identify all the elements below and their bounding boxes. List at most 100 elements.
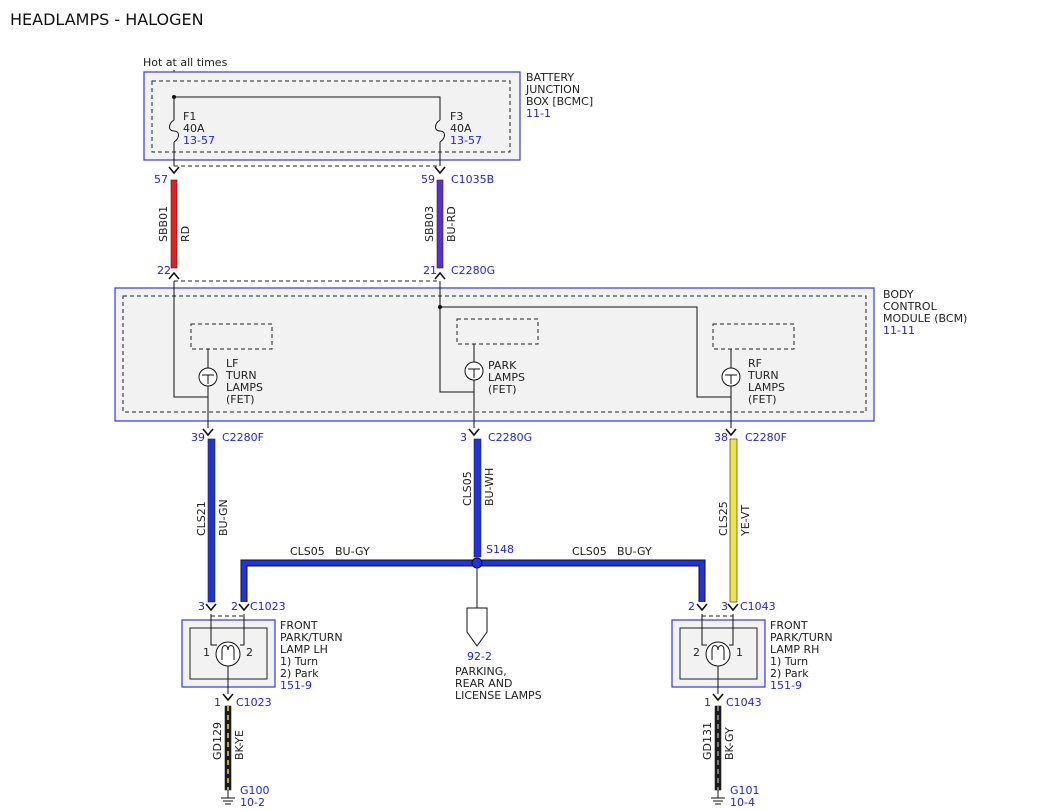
fuse-f1-icon — [169, 119, 179, 143]
cls21-circuit: CLS21 — [195, 501, 208, 536]
wire-cls05-vertical — [473, 438, 482, 558]
sbb01-pin-top: 57 — [154, 173, 168, 186]
ground-g100-icon — [221, 790, 235, 805]
rh-pin2-chevron-icon — [696, 603, 708, 611]
cls05-vertical-color: BU-WH — [483, 468, 496, 506]
gd131-circuit: GD131 — [701, 722, 714, 760]
cls05-left-circuit: CLS05 — [290, 545, 325, 558]
bjb-name-line3: BOX [BCMC] — [526, 95, 593, 108]
lamp-lh-filament — [221, 645, 235, 660]
gd131-color: BK-GY — [723, 727, 736, 760]
sbb03-color: BU-RD — [445, 206, 458, 242]
cls21-pin: 39 — [191, 431, 205, 444]
ground-rh-ref: 10-4 — [730, 796, 755, 809]
lf-fet-symbol — [202, 374, 214, 384]
fuse-f3-name: F3 — [450, 110, 463, 123]
wire-cls05-bus-outline — [240, 559, 706, 602]
lamp-rh-filament — [711, 645, 725, 660]
lamp-lh-term1: 1 — [203, 646, 210, 659]
front-lamp-rh: 2 1 — [671, 614, 766, 694]
park-label-1: PARK — [488, 359, 517, 372]
lh-pin-b: 2 — [231, 600, 238, 613]
rf-label-3: LAMPS — [748, 381, 785, 394]
fuse-f3-icon — [435, 119, 445, 143]
rh-conn: C1043 — [740, 600, 776, 613]
rh-pin-b: 3 — [721, 600, 728, 613]
bjb-name-line2: JUNCTION — [525, 83, 580, 96]
sbb01-pin-bottom: 22 — [157, 264, 171, 277]
lh-pin2-chevron-icon — [238, 603, 250, 611]
cls25-conn: C2280F — [745, 431, 787, 444]
bcm-lf-feed — [173, 281, 196, 398]
lamp-lh-name-2: PARK/TURN — [280, 631, 343, 644]
cls05-right-color: BU-GY — [617, 545, 652, 558]
park-label-2: LAMPS — [488, 371, 525, 384]
wire-cls05-bus — [241, 560, 705, 602]
bcm-inner-dashed — [122, 295, 867, 413]
cls25-pin: 38 — [714, 431, 728, 444]
cls05-right-circuit: CLS05 — [572, 545, 607, 558]
wire-sbb03 — [436, 179, 444, 269]
gd129-chevron-icon — [222, 693, 234, 701]
bcm-park-wire — [439, 307, 462, 393]
parking-ref: 92-2 — [467, 650, 492, 663]
ground-g101-icon — [711, 790, 725, 805]
lamp-rh-ref: 151-9 — [770, 679, 802, 692]
body-control-module: LF TURN LAMPS (FET) PARK LAMPS (FET) RF … — [114, 281, 875, 428]
lamp-rh-name-5: 2) Park — [770, 667, 809, 680]
fuse-f1-name: F1 — [183, 110, 196, 123]
park-control-dashed — [456, 318, 539, 345]
bcm-outline — [114, 287, 875, 422]
rf-label-2: TURN — [747, 369, 779, 382]
sbb03-circuit: SBB03 — [423, 206, 436, 242]
gd131-chevron-icon — [712, 693, 724, 701]
lamp-rh-bulb-icon — [705, 641, 731, 667]
cls05-top-chevron-icon — [468, 428, 480, 436]
bcm-name-line1: BODY — [883, 288, 914, 301]
lamp-lh-bulb-icon — [215, 641, 241, 667]
rf-label-4: (FET) — [748, 393, 777, 406]
cls05-pin: 3 — [460, 431, 467, 444]
park-label-3: (FET) — [488, 383, 517, 396]
rf-fet-symbol — [725, 374, 737, 384]
lf-control-dashed — [190, 323, 273, 350]
wire-sbb01 — [170, 179, 178, 269]
lh-conn: C1023 — [250, 600, 286, 613]
cls25-circuit: CLS25 — [717, 501, 730, 536]
rf-control-dashed — [712, 323, 795, 350]
wire-cls21 — [207, 438, 216, 603]
gd131-conn: C1043 — [726, 696, 762, 709]
lf-label-4: (FET) — [226, 393, 255, 406]
cls25-color: YE-VT — [739, 504, 752, 537]
battery-junction-box: F1 40A 13-57 F3 40A 13-57 — [143, 71, 521, 166]
lamp-rh-wire2 — [729, 614, 734, 646]
lamp-lh-name-5: 2) Park — [280, 667, 319, 680]
fuse-f3-ref: 13-57 — [450, 134, 482, 147]
cls05-vertical-circuit: CLS05 — [461, 471, 474, 506]
lamp-rh-name-4: 1) Turn — [770, 655, 808, 668]
gd129-color: BK-YE — [233, 730, 246, 760]
sbb01-color: RD — [179, 226, 192, 242]
bjb-bus — [174, 96, 441, 120]
fuse-f3-rating: 40A — [450, 122, 472, 135]
cls21-color: BU-GN — [217, 499, 230, 536]
rf-label-1: RF — [748, 357, 762, 370]
rh-pin-a: 2 — [688, 600, 695, 613]
sbb03-conn-bottom: C2280G — [451, 264, 495, 277]
lamp-lh-name-3: LAMP LH — [280, 643, 328, 656]
sbb03-pin-bottom: 21 — [423, 264, 437, 277]
sbb01-circuit: SBB01 — [157, 206, 170, 242]
bcm-name-line2: CONTROL — [883, 300, 938, 313]
sbb03-conn-top: C1035B — [451, 173, 494, 186]
rh-pin3-chevron-icon — [727, 603, 739, 611]
cls05-conn: C2280G — [488, 431, 532, 444]
splice-label: S148 — [486, 543, 514, 556]
lamp-rh-term2: 1 — [736, 646, 743, 659]
fuse-f1-rating: 40A — [183, 122, 205, 135]
lamp-lh-name-1: FRONT — [280, 619, 318, 632]
diagram-title: HEADLAMPS - HALOGEN — [10, 10, 204, 29]
front-lamp-lh: 1 2 — [181, 614, 276, 694]
bjb-inner-dashed — [151, 80, 511, 153]
sbb03-top-chevron-icon — [434, 166, 446, 174]
sbb03-pin-top: 59 — [421, 173, 435, 186]
